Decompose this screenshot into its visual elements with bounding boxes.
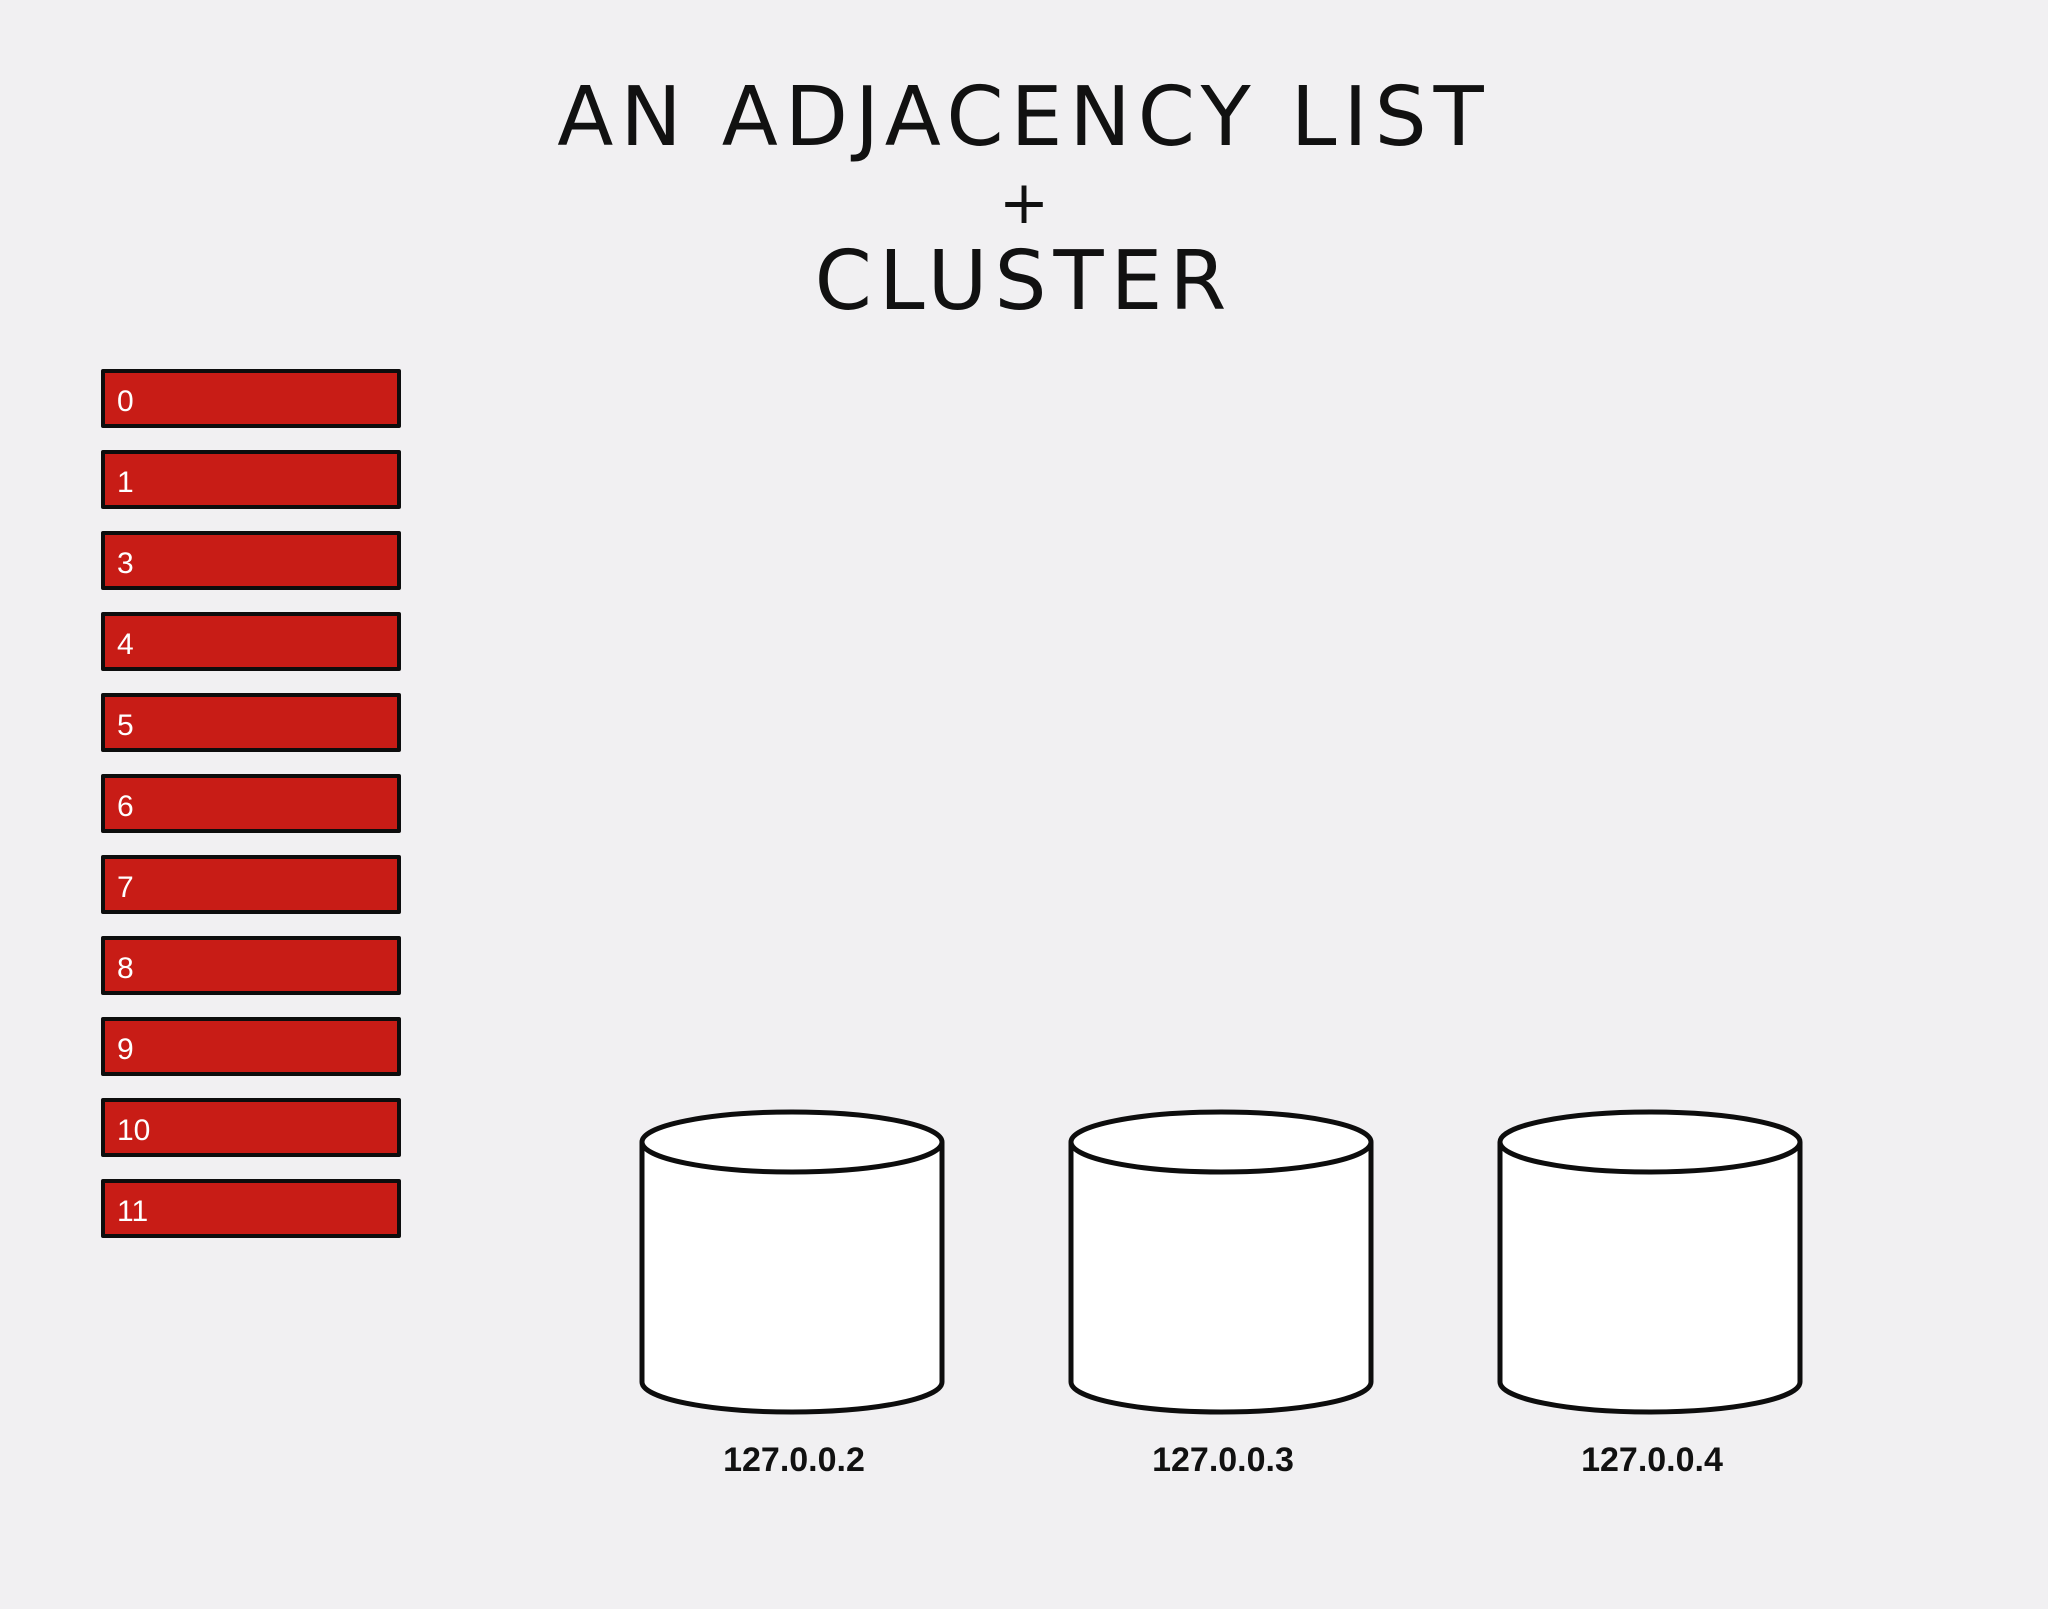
- list-item-label: 1: [117, 466, 134, 499]
- list-item-label: 4: [117, 628, 134, 661]
- list-item: 7: [101, 855, 401, 914]
- list-item-label: 7: [117, 871, 134, 904]
- list-item: 6: [101, 774, 401, 833]
- list-item: 0: [101, 369, 401, 428]
- list-item-label: 9: [117, 1033, 134, 1066]
- list-item: 1: [101, 450, 401, 509]
- list-item: 4: [101, 612, 401, 671]
- list-item: 5: [101, 693, 401, 752]
- node-ip-label: 127.0.0.4: [1581, 1441, 1723, 1479]
- diagram-title: AN ADJACENCY LIST: [557, 70, 1491, 165]
- node-ip-label: 127.0.0.3: [1152, 1441, 1294, 1479]
- list-item: 11: [101, 1179, 401, 1238]
- list-item-label: 8: [117, 952, 134, 985]
- title-plus-sign: +: [998, 168, 1050, 238]
- list-item-label: 6: [117, 790, 134, 823]
- list-item-label: 5: [117, 709, 134, 742]
- list-item-label: 3: [117, 547, 134, 580]
- node-ip-label: 127.0.0.2: [723, 1441, 865, 1479]
- database-cylinder-node-3: [1497, 1109, 1803, 1415]
- list-item-label: 0: [117, 385, 134, 418]
- list-item: 8: [101, 936, 401, 995]
- list-item: 3: [101, 531, 401, 590]
- diagram-subtitle: CLUSTER: [814, 234, 1234, 329]
- list-item-label: 11: [117, 1195, 149, 1228]
- list-item: 10: [101, 1098, 401, 1157]
- database-cylinder-node-1: [639, 1109, 945, 1415]
- list-item: 9: [101, 1017, 401, 1076]
- list-item-label: 10: [117, 1114, 151, 1147]
- database-cylinder-node-2: [1068, 1109, 1374, 1415]
